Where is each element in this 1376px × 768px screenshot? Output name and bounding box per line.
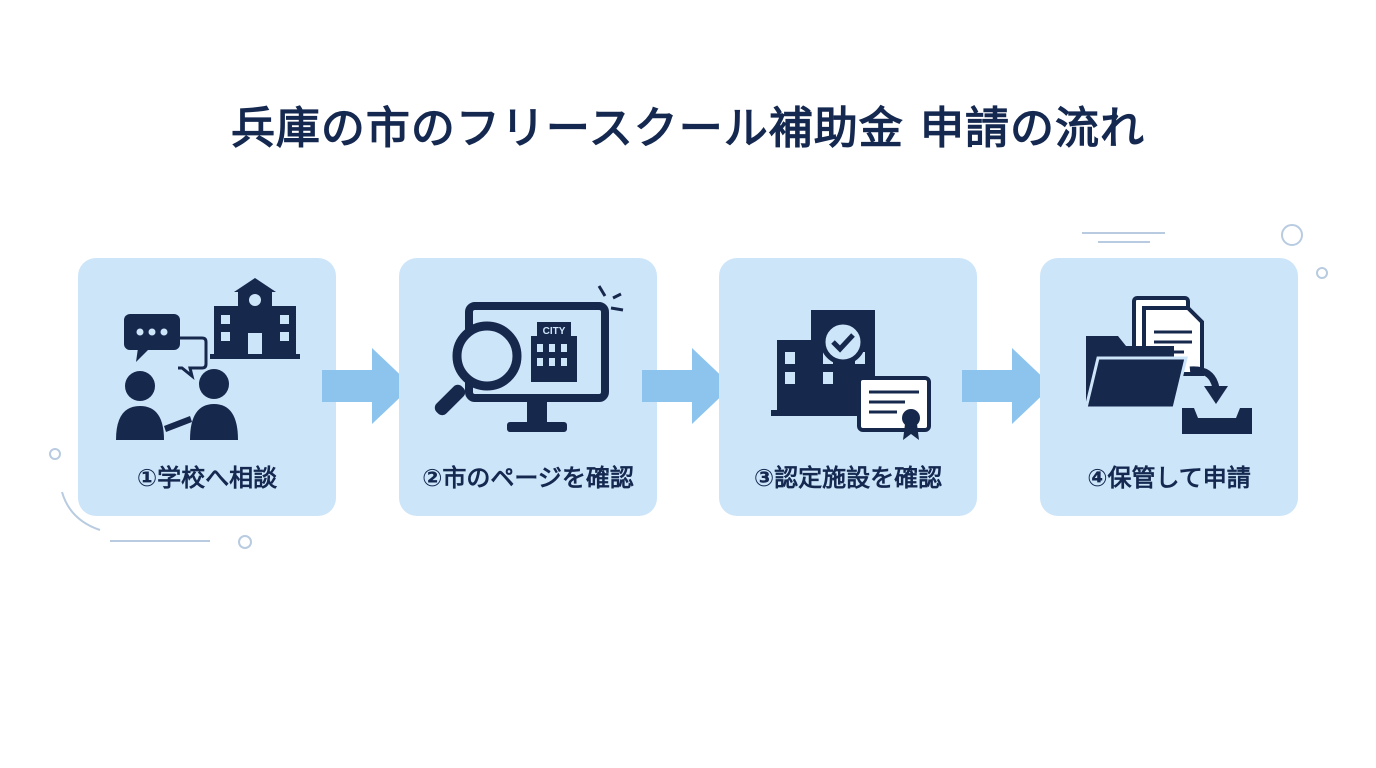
arrow-right-icon xyxy=(642,348,732,424)
city-webpage-search-icon: CITY xyxy=(434,285,624,432)
step-4-label: ④保管して申請 xyxy=(1087,464,1251,492)
step-2-label: ②市のページを確認 xyxy=(422,464,634,492)
arrow-right-icon xyxy=(962,348,1052,424)
arrow-right-icon xyxy=(322,348,412,424)
step-2-card: CITY ②市のページを確認 xyxy=(399,258,657,516)
step-1-card: ①学校へ相談 xyxy=(78,258,336,516)
step-3-card: ③認定施設を確認 xyxy=(719,258,977,516)
folder-document-storage-icon xyxy=(1084,296,1252,434)
certified-facility-icon xyxy=(771,310,931,440)
step-3-label: ③認定施設を確認 xyxy=(753,464,943,492)
step-4-card: ④保管して申請 xyxy=(1040,258,1298,516)
consultation-school-icon xyxy=(116,278,300,440)
page-title: 兵庫の市のフリースクール補助金 申請の流れ xyxy=(230,103,1146,154)
step-1-label: ①学校へ相談 xyxy=(136,464,278,492)
city-screen-text: CITY xyxy=(543,326,566,337)
